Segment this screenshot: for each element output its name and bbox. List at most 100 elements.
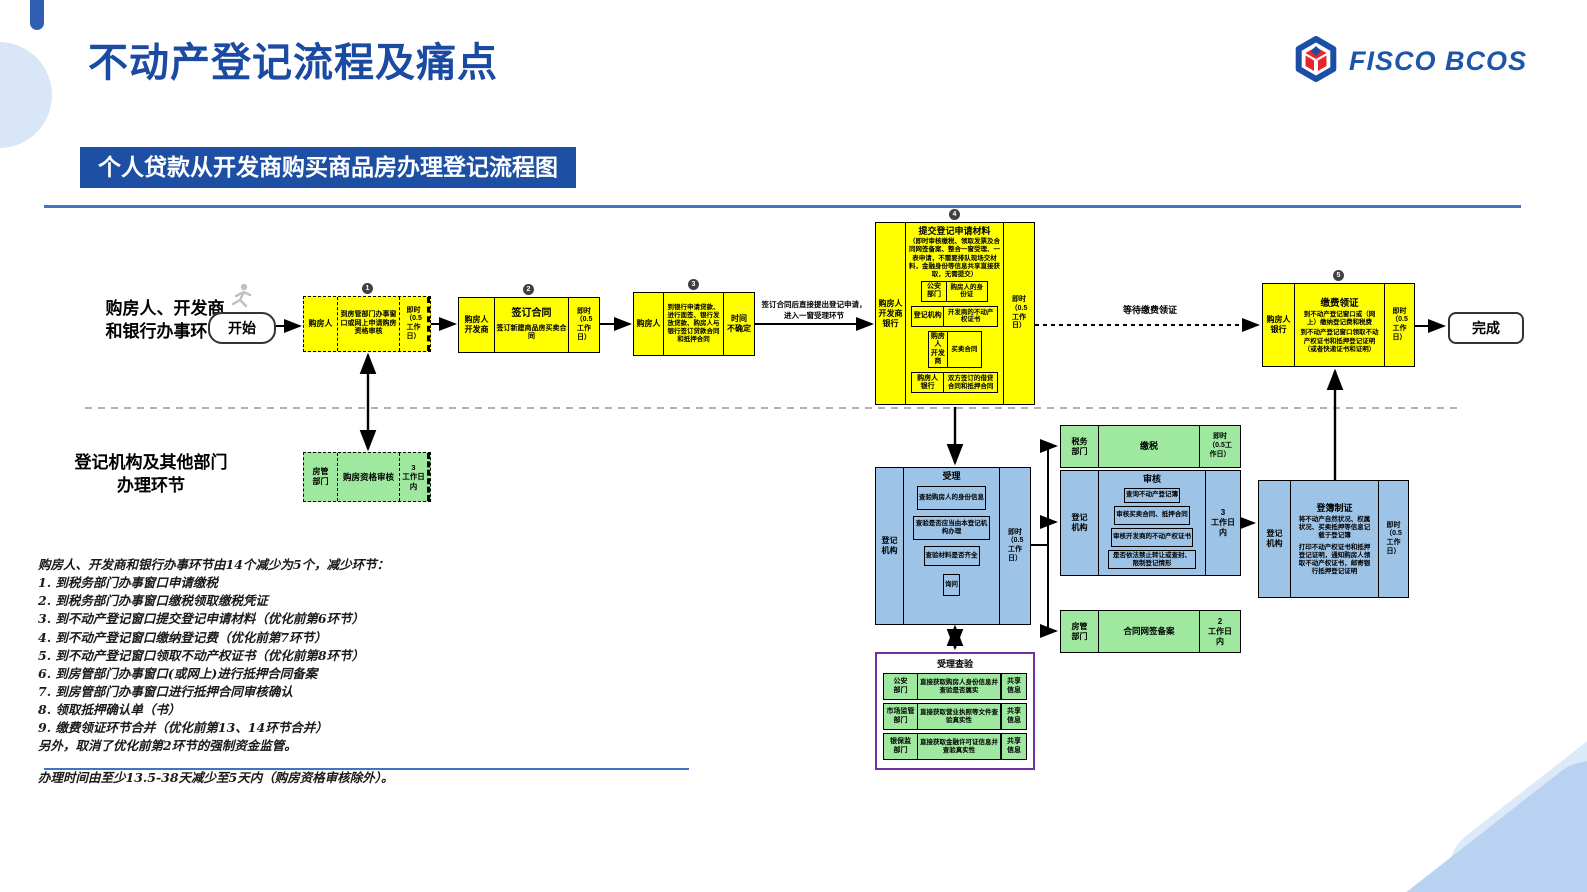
lane-label-agencies: 登记机构及其他部门 办理环节 bbox=[74, 453, 228, 495]
netsign-dept: 房管 部门 bbox=[1061, 611, 1099, 652]
accept-row-1: 查验购房人的身份信息 bbox=[917, 486, 986, 511]
record-p1: 将不动产自然状况、权属状况、买卖抵押等信息记载于登记簿 bbox=[1298, 515, 1371, 539]
note-line: 6. 到房管部门办事窗口(或网上)进行抵押合同备案 bbox=[38, 665, 318, 681]
accept-row4-text: 询问 bbox=[945, 581, 958, 589]
step2-sign-contract-box: 购房人 开发商 签订合同 签订新建商品房买卖合同 即时 （0.5 工作 日） bbox=[458, 297, 600, 353]
verify-row3-tag: 共享 信息 bbox=[1001, 733, 1027, 760]
note-line: 2. 到税务部门办事窗口缴税领取缴税凭证 bbox=[38, 593, 268, 609]
accept-row-4: 询问 bbox=[943, 574, 960, 597]
step5-number: 5 bbox=[1333, 270, 1344, 281]
accept-row2-text: 查验是否应当由本登记机构办理 bbox=[915, 520, 988, 536]
notes-intro: 购房人、开发商和银行办事环节由14个减少为5个，减少环节： bbox=[38, 557, 390, 572]
verify-row1-dept: 公安 部门 bbox=[883, 673, 917, 700]
accept-row-2: 查验是否应当由本登记机构办理 bbox=[913, 516, 990, 541]
verify-title: 受理查验 bbox=[936, 659, 973, 669]
verify-row-1: 公安 部门 直接获取购房人身份信息并查验是否属实 共享 信息 bbox=[883, 673, 1027, 700]
accept-box: 登记 机构 受理 查验购房人的身份信息 查验是否应当由本登记机构办理 查验材料是… bbox=[875, 467, 1031, 625]
step5-title: 缴费领证 bbox=[1320, 298, 1359, 310]
record-certificate-box: 登记 机构 登簿制证 将不动产自然状况、权属状况、买卖抵押等信息记载于登记簿 打… bbox=[1258, 480, 1409, 598]
tax-time: 即时 （0.5工 作日） bbox=[1208, 433, 1232, 458]
record-main: 登簿制证 将不动产自然状况、权属状况、买卖抵押等信息记载于登记簿 打印不动产权证… bbox=[1291, 481, 1379, 597]
verify-row2-text: 直接获取营业执照等文件查验真实性 bbox=[917, 703, 1001, 730]
review-title: 审核 bbox=[1142, 474, 1161, 484]
end-node: 完成 bbox=[1448, 312, 1524, 344]
verify-row-3: 银保监 部门 直接获取金融许可证信息并查验真实性 共享 信息 bbox=[883, 733, 1027, 760]
step5-time: 即时 （0.5 工作 日） bbox=[1391, 307, 1408, 341]
step4-row4-dept: 购房人 银行 bbox=[912, 373, 945, 393]
step4-row-3: 购房人 开发商 买卖合同 bbox=[927, 330, 982, 369]
review-row3-text: 审核开发商的不动产权证书 bbox=[1113, 533, 1191, 541]
step4-row3-dept: 购房人 开发商 bbox=[929, 331, 949, 368]
step5-p2: 到不动产登记窗口领取不动产权证书和抵押登记证明（或者快递证书和证明） bbox=[1300, 329, 1379, 353]
qualification-title: 购房资格审核 bbox=[338, 453, 400, 501]
step2-title: 签订合同 bbox=[511, 308, 552, 319]
review-row4-text: 是否依法禁止转让或查封、限制登记情形 bbox=[1113, 551, 1191, 567]
note-line: 7. 到房管部门办事窗口进行抵押合同审核确认 bbox=[38, 683, 293, 699]
step5-actor: 购房人 银行 bbox=[1263, 284, 1295, 366]
note-line: 4. 到不动产登记窗口缴纳登记费（优化前第7环节） bbox=[38, 629, 327, 645]
tax-box: 税务 部门 缴税 即时 （0.5工 作日） bbox=[1060, 425, 1241, 468]
accept-row3-text: 查验材料是否齐全 bbox=[925, 552, 978, 560]
accept-title: 受理 bbox=[942, 471, 961, 481]
step4-number: 4 bbox=[949, 209, 960, 220]
verify-row3-dept: 银保监 部门 bbox=[883, 733, 917, 760]
verify-row2-tag: 共享 信息 bbox=[1001, 703, 1027, 730]
step4-row1-dept: 公安 部门 bbox=[922, 281, 947, 301]
wait-arrow-label: 等待缴费领证 bbox=[1122, 305, 1177, 315]
step3-actor: 购房人 bbox=[634, 293, 664, 355]
step4-row4-item: 双方签订的借贷合同和抵押合同 bbox=[947, 375, 994, 390]
review-row1-text: 查询不动产登记簿 bbox=[1126, 491, 1178, 499]
qualification-review-box: 房管 部门 购房资格审核 3 工作日 内 bbox=[303, 452, 431, 502]
step1-time: 即时 （0.5 工作 日） bbox=[400, 297, 430, 351]
step4-row-2: 登记机构 开发商的不动产权证书 bbox=[911, 305, 998, 327]
logo-text: FISCO BCOS bbox=[1349, 46, 1528, 76]
verify-row-2: 市场监管 部门 直接获取营业执照等文件查验真实性 共享 信息 bbox=[883, 703, 1027, 730]
step4-row2-dept: 登记机构 bbox=[912, 306, 945, 326]
step4-title: 提交登记申请材料 bbox=[918, 226, 991, 236]
note-line: 8. 领取抵押确认单（书） bbox=[38, 702, 181, 717]
tax-dept: 税务 部门 bbox=[1061, 426, 1099, 467]
netsign-box: 房管 部门 合同网签备案 2 工作日 内 bbox=[1060, 610, 1241, 653]
record-title: 登簿制证 bbox=[1316, 503, 1353, 514]
accept-dept: 登记 机构 bbox=[876, 468, 904, 624]
step2-actor: 购房人 开发商 bbox=[459, 298, 495, 352]
step3-bank-loan-box: 购房人 到银行申请贷款、进行面签、银行发放贷款、购房人与银行签订贷款合同和抵押合… bbox=[633, 292, 755, 356]
header-divider-line bbox=[44, 205, 1521, 208]
step4-note: （即时审核缴税、领取发票及合同网签备案、整合一窗受理、一表申请，不需要排队现场交… bbox=[909, 238, 1000, 278]
verify-row1-tag: 共享 信息 bbox=[1001, 673, 1027, 700]
note-line: 1. 到税务部门办事窗口申请缴税 bbox=[38, 575, 218, 591]
accept-row1-text: 查验购房人的身份信息 bbox=[919, 494, 984, 502]
note-line: 3. 到不动产登记窗口提交登记申请材料（优化前第6环节） bbox=[38, 611, 365, 627]
notes-time-summary: 办理时间由至少13.5-38天减少至5天内（购房资格审核除外）。 bbox=[38, 770, 394, 786]
review-box: 登记 机构 审核 查询不动产登记簿 审核买卖合同、抵押合同 审核开发商的不动产权… bbox=[1060, 470, 1241, 576]
step4-submit-materials-box: 购房人 开发商 银行 提交登记申请材料 （即时审核缴税、领取发票及合同网签备案、… bbox=[875, 222, 1035, 405]
step3-text: 到银行申请贷款、进行面签、银行发放贷款、购房人与银行签订贷款合同和抵押合同 bbox=[664, 293, 724, 355]
review-time: 3 工作日 内 bbox=[1211, 508, 1235, 537]
record-p2: 打印不动产权证书和抵押登记证明，通知购房人领取不动产权证书，邮寄银行抵押登记证明 bbox=[1298, 544, 1371, 576]
optimization-notes: 购房人、开发商和银行办事环节由14个减少为5个，减少环节： 1. 到税务部门办事… bbox=[38, 556, 468, 788]
start-node: 开始 bbox=[208, 312, 276, 344]
review-row-1: 查询不动产登记簿 bbox=[1124, 487, 1180, 503]
netsign-time: 2 工作日 内 bbox=[1208, 616, 1232, 646]
qualification-time: 3 工作日 内 bbox=[400, 453, 430, 501]
review-main: 审核 查询不动产登记簿 审核买卖合同、抵押合同 审核开发商的不动产权证书 是否依… bbox=[1099, 471, 1206, 575]
step5-pay-and-collect-box: 购房人 银行 缴费领证 到不动产登记窗口或（网上）缴纳登记费和税费 到不动产登记… bbox=[1262, 283, 1415, 367]
step1-qualification-apply-box: 购房人 到房管部门办事窗口或网上申请购房资格审核 即时 （0.5 工作 日） bbox=[303, 296, 431, 352]
tax-title: 缴税 bbox=[1099, 426, 1200, 467]
step4-main: 提交登记申请材料 （即时审核缴税、领取发票及合同网签备案、整合一窗受理、一表申请… bbox=[906, 223, 1004, 404]
diagram-banner-title: 个人贷款从开发商购买商品房办理登记流程图 bbox=[80, 147, 576, 188]
review-row-3: 审核开发商的不动产权证书 bbox=[1111, 527, 1193, 547]
lane-label-applicants: 购房人、开发商 和银行办事环节 bbox=[105, 299, 225, 341]
accept-verify-box: 受理查验 公安 部门 直接获取购房人身份信息并查验是否属实 共享 信息 市场监管… bbox=[875, 652, 1035, 770]
step4-row2-item: 开发商的不动产权证书 bbox=[947, 308, 994, 324]
verify-row2-dept: 市场监管 部门 bbox=[883, 703, 917, 730]
record-time: 即时 （0.5 工作 日） bbox=[1385, 521, 1402, 555]
step1-number: 1 bbox=[362, 283, 373, 294]
step4-time: 即时 （0.5 工作 日） bbox=[1010, 296, 1028, 330]
netsign-title: 合同网签备案 bbox=[1099, 611, 1200, 652]
review-row-2: 审核买卖合同、抵押合同 bbox=[1114, 505, 1190, 525]
step4-actor: 购房人 开发商 银行 bbox=[876, 223, 906, 404]
fisco-bcos-logo-icon bbox=[1293, 36, 1339, 87]
